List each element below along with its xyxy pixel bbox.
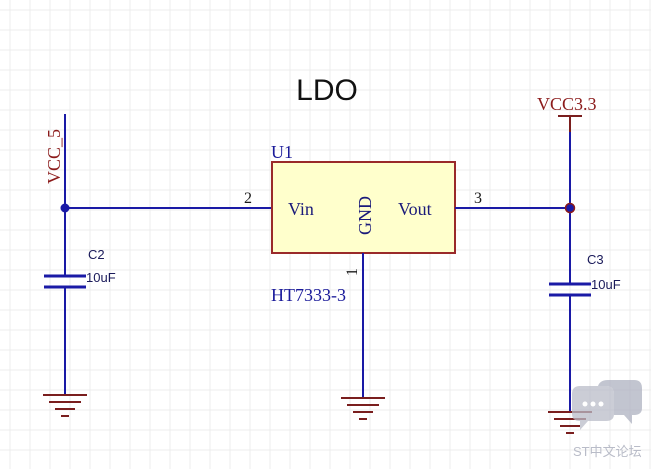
chat-bubble-icon bbox=[572, 380, 642, 430]
c3-value-label: 10uF bbox=[591, 277, 621, 292]
ic-pin-vin-label: Vin bbox=[288, 199, 314, 219]
capacitor-c2[interactable]: C2 10uF bbox=[44, 247, 116, 395]
vcc33-net: VCC3.3 bbox=[455, 94, 597, 284]
ic-body[interactable] bbox=[271, 161, 456, 254]
c2-value-label: 10uF bbox=[86, 270, 116, 285]
ic-u1[interactable]: U1 Vin Vout GND 2 3 1 HT7333-3 bbox=[244, 142, 482, 305]
vcc5-junction bbox=[60, 203, 70, 213]
ic-pin-num-vout: 3 bbox=[474, 190, 482, 207]
ic-pin-gnd-label: GND bbox=[355, 196, 375, 235]
vcc33-label: VCC3.3 bbox=[537, 94, 597, 114]
ic-pin-num-gnd: 1 bbox=[344, 268, 361, 276]
ground-symbol-left bbox=[43, 394, 87, 417]
vcc5-net: VCC_5 bbox=[44, 114, 272, 276]
ground-symbol-middle bbox=[341, 397, 385, 420]
ic-ref-label: U1 bbox=[271, 142, 293, 162]
watermark-text: ST中文论坛 bbox=[573, 444, 642, 459]
c3-ref-label: C3 bbox=[587, 252, 604, 267]
schematic-title: LDO bbox=[296, 74, 358, 107]
ic-pin-vout-label: Vout bbox=[398, 199, 432, 219]
vcc5-label: VCC_5 bbox=[44, 129, 64, 184]
c2-ref-label: C2 bbox=[88, 247, 105, 262]
ic-pin-num-vin: 2 bbox=[244, 190, 252, 207]
watermark: ST中文论坛 bbox=[572, 380, 642, 459]
vcc33-junction bbox=[564, 202, 576, 214]
ic-part-label: HT7333-3 bbox=[271, 285, 346, 305]
capacitor-c3[interactable]: C3 10uF bbox=[549, 252, 621, 412]
